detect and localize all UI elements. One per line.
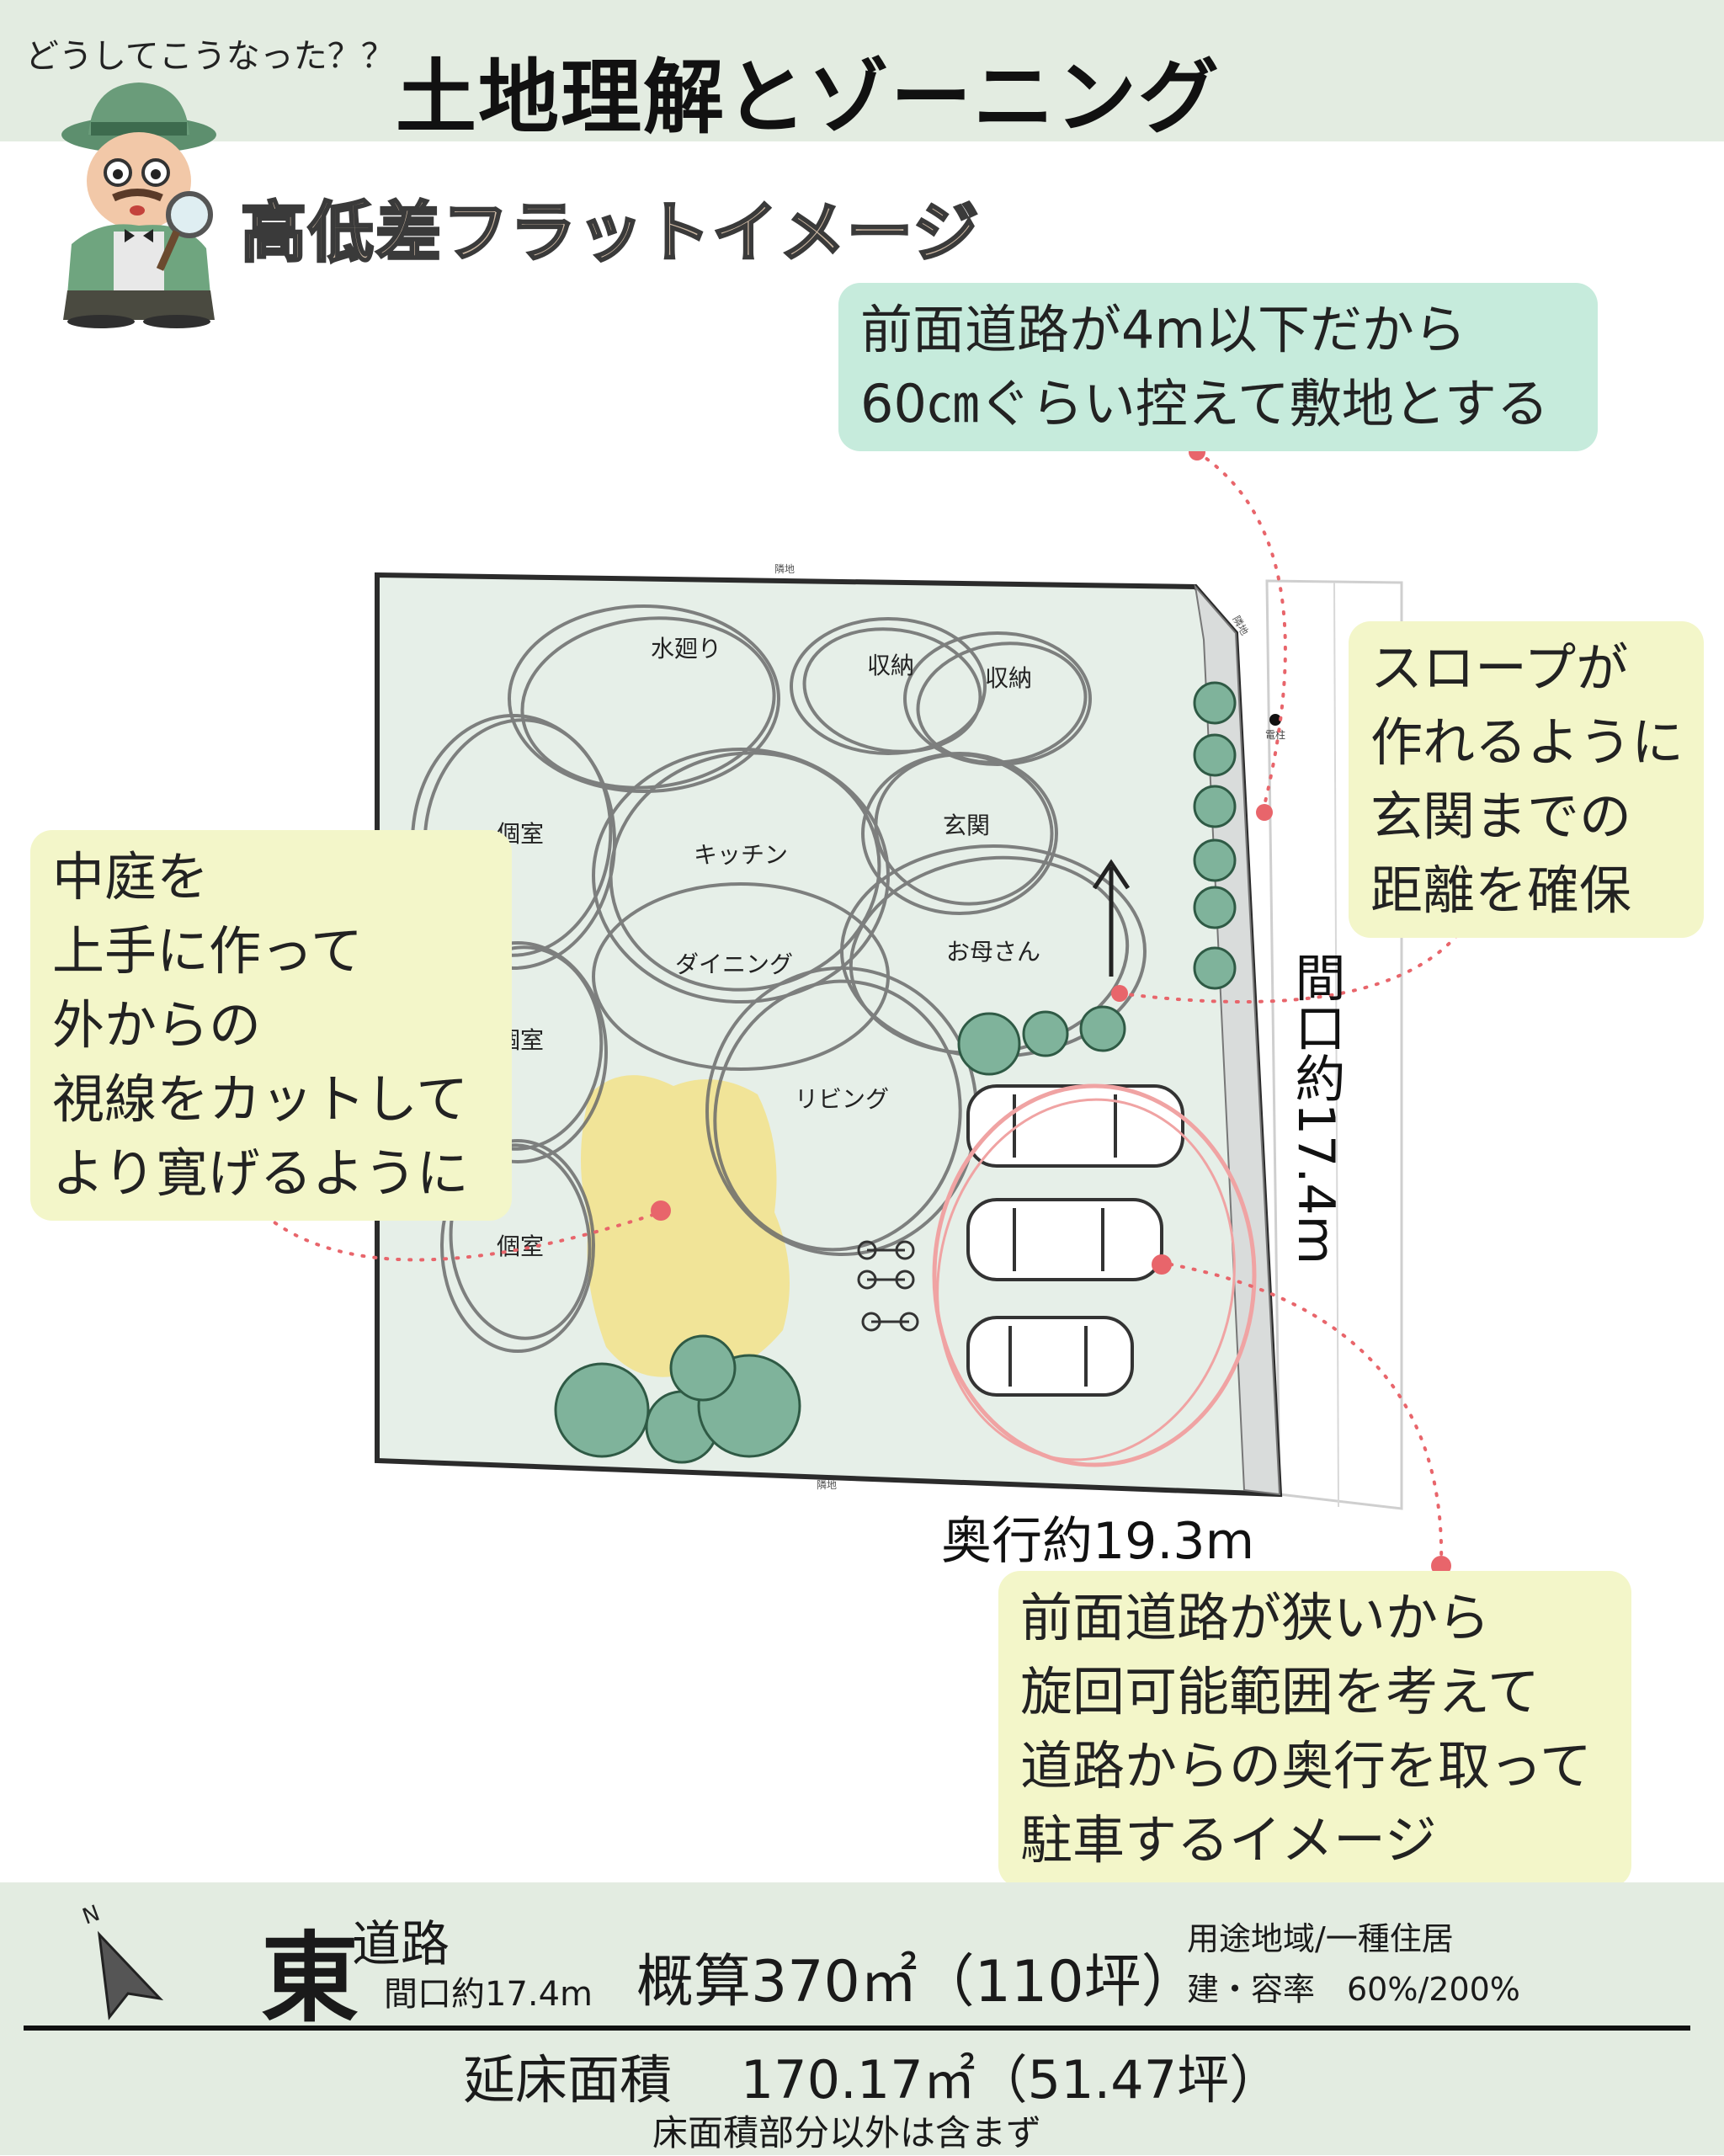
room-label: 個室 <box>497 1232 544 1260</box>
tree <box>1193 946 1237 990</box>
room-label: 収納 <box>985 664 1032 692</box>
neighbor-label: 隣地 <box>774 562 795 575</box>
site-plan: 水廻り 収納 収納 個室 キッチン 玄関 ダイニング お母さん 個室 リビング … <box>240 444 1473 1576</box>
tree <box>1193 886 1237 929</box>
footer-divider <box>24 2026 1690 2031</box>
callout-line: 外からの <box>52 994 262 1056</box>
tree <box>554 1362 650 1458</box>
tree <box>1193 785 1237 828</box>
footer-frontage: 間口約17.4m <box>384 1975 593 2014</box>
detective-mascot-illustration <box>61 83 216 328</box>
tree <box>1193 733 1237 777</box>
callout-courtyard: 中庭を 上手に作って 外からの 視線をカットして より寛げるように <box>30 830 512 1221</box>
zone-storage-2 <box>903 631 1092 766</box>
callout-line: 玄関までの <box>1370 785 1632 847</box>
leader-dot <box>1152 1254 1172 1275</box>
leader-road <box>1195 450 1287 814</box>
zone-storage-1 <box>790 617 987 755</box>
callout-line: 道路からの奥行を取って <box>1020 1735 1592 1797</box>
tree <box>669 1334 737 1402</box>
page-subtitle: 高低差フラットイメージ <box>239 194 981 273</box>
callout-line: スロープが <box>1370 637 1629 699</box>
compass-arrow-icon: N <box>79 1901 164 2020</box>
coverage-ratio: 建・容率 60%/200% <box>1187 1971 1520 2008</box>
site-area: 概算370㎡（110坪） <box>636 1949 1199 2015</box>
zone-room-3 <box>440 1139 595 1353</box>
tree <box>1022 1010 1069 1057</box>
utility-pole-marker <box>1269 714 1281 726</box>
room-label: リビング <box>795 1085 889 1113</box>
room-label: 玄関 <box>943 812 990 839</box>
tree <box>1193 838 1237 882</box>
callout-line: 作れるように <box>1370 711 1684 773</box>
room-label: お母さん <box>946 938 1040 966</box>
room-label: ダイニング <box>675 950 793 978</box>
leader-slope <box>1118 924 1466 1003</box>
zone-water <box>508 604 780 793</box>
room-label: 水廻り <box>651 635 721 663</box>
car <box>966 1316 1134 1397</box>
frontage-dimension: 間口約17.4m <box>1286 951 1345 1265</box>
callout-road-setback: 前面道路が4m以下だから 60㎝ぐらい控えて敷地とする <box>838 283 1598 451</box>
leader-dot <box>1256 804 1273 821</box>
floor-area-note: 床面積部分以外は含まず <box>652 2112 1042 2153</box>
callout-line: 前面道路が4m以下だから <box>860 299 1466 360</box>
neighbor-label: 隣地 <box>817 1478 837 1491</box>
car <box>966 1198 1163 1281</box>
callout-line: 視線をカットして <box>52 1068 469 1130</box>
callout-parking: 前面道路が狭いから 旋回可能範囲を考えて 道路からの奥行を取って 駐車するイメー… <box>998 1571 1631 1887</box>
callout-line: 駐車するイメージ <box>1020 1809 1437 1871</box>
callout-slope: スロープが 作れるように 玄関までの 距離を確保 <box>1349 621 1704 938</box>
header-band <box>0 0 1724 141</box>
room-label: 収納 <box>867 652 914 679</box>
footer-band <box>0 1882 1724 2155</box>
callout-line: 前面道路が狭いから <box>1020 1587 1491 1648</box>
callout-line: 60㎝ぐらい控えて敷地とする <box>860 373 1549 434</box>
callout-line: より寛げるように <box>52 1142 469 1204</box>
road-centerline <box>1333 582 1339 1508</box>
tree <box>957 1012 1021 1076</box>
page-title: 土地理解とゾーニング <box>396 51 1221 145</box>
callout-line: 上手に作って <box>52 920 363 982</box>
room-label: キッチン <box>694 841 788 869</box>
depth-dimension: 奥行約19.3m <box>941 1512 1255 1571</box>
road-label: 道路 <box>352 1915 450 1972</box>
callout-line: 旋回可能範囲を考えて <box>1020 1661 1540 1722</box>
zoning-district: 用途地域/一種住居 <box>1187 1920 1454 1957</box>
turning-range-circle <box>932 1083 1257 1467</box>
tree <box>1079 1005 1126 1052</box>
leader-dot <box>1111 985 1128 1002</box>
callout-line: 中庭を <box>52 846 210 908</box>
total-floor-area: 延床面積 170.17㎡（51.47坪） <box>463 2049 1282 2111</box>
road-strip <box>1265 579 1403 1510</box>
utility-pole-label: 電柱 <box>1265 728 1285 741</box>
callout-line: 距離を確保 <box>1370 860 1632 921</box>
compass-letter: N <box>79 1901 104 1930</box>
tree <box>1193 681 1237 725</box>
courtyard-highlight <box>581 1075 790 1377</box>
road-direction: 東 <box>261 1922 359 2036</box>
leader-dot <box>651 1200 671 1221</box>
header-kicker: どうしてこうなった？？ <box>25 37 395 76</box>
